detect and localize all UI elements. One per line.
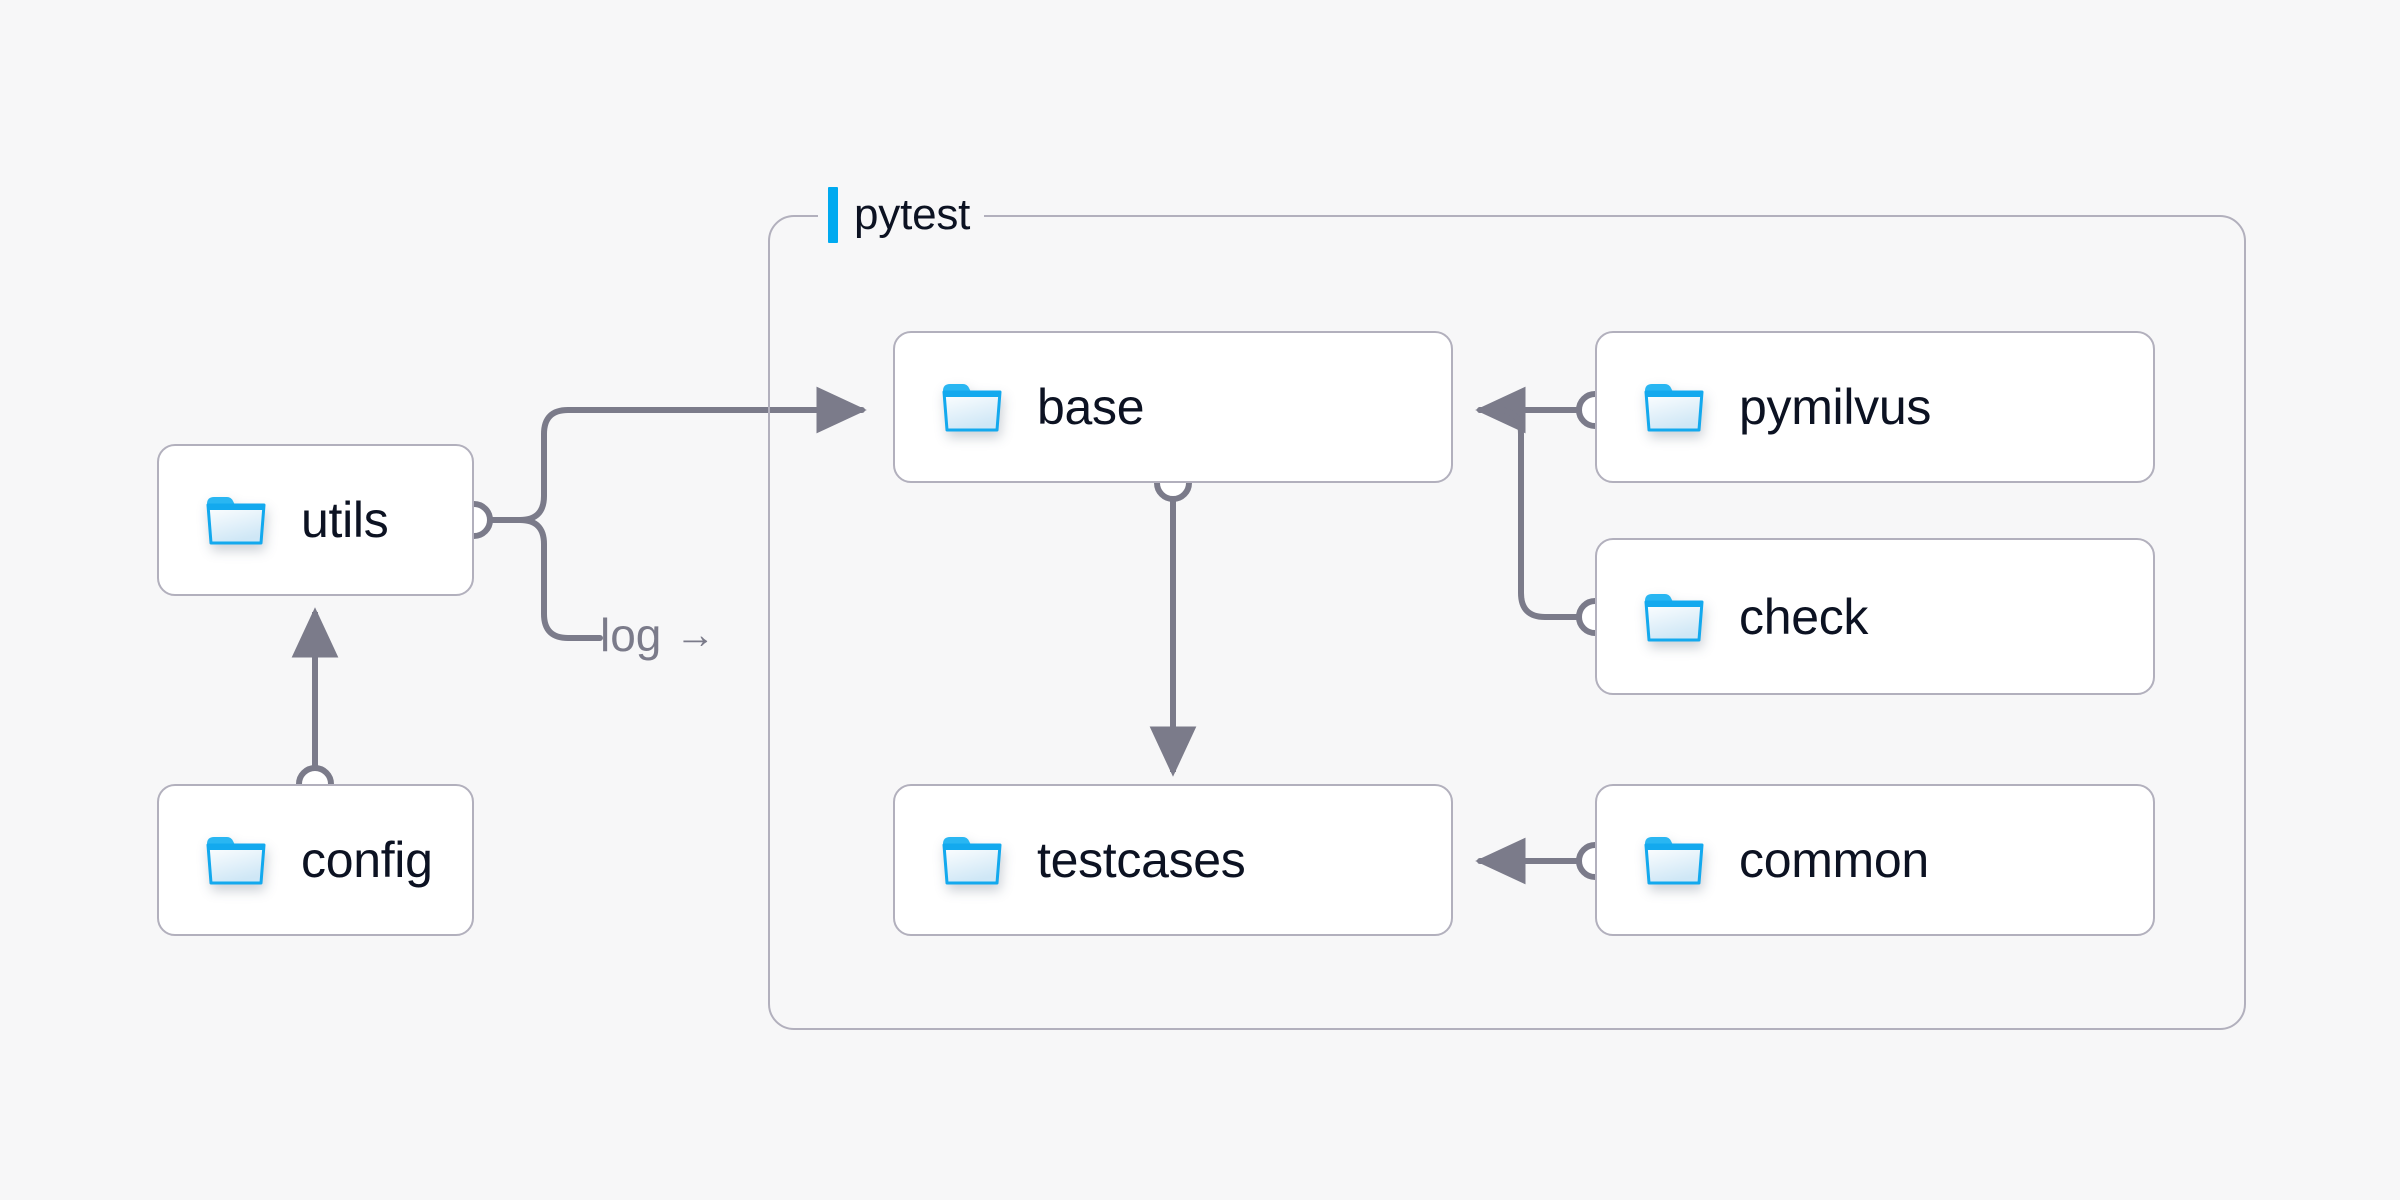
node-utils[interactable]: utils bbox=[157, 444, 474, 596]
node-label-config: config bbox=[301, 832, 433, 888]
node-label-utils: utils bbox=[301, 492, 389, 548]
node-testcases[interactable]: testcases bbox=[893, 784, 1453, 936]
node-check[interactable]: check bbox=[1595, 538, 2155, 695]
node-label-base: base bbox=[1037, 379, 1145, 435]
folder-icon bbox=[205, 834, 267, 886]
group-label-text: pytest bbox=[854, 190, 971, 239]
folder-icon bbox=[1644, 593, 1704, 641]
folder-icon bbox=[942, 837, 1002, 885]
folder-icon bbox=[205, 494, 267, 546]
edge-utils-to-log bbox=[455, 501, 603, 641]
node-base[interactable]: base bbox=[893, 331, 1453, 483]
edge-label-log-text: log bbox=[600, 609, 662, 661]
edge-config-to-utils bbox=[291, 607, 339, 803]
folder-icon bbox=[1643, 381, 1705, 433]
node-label-pymilvus: pymilvus bbox=[1739, 379, 1932, 435]
folder-icon bbox=[1643, 591, 1705, 643]
group-accent-bar bbox=[828, 187, 838, 243]
node-label-testcases: testcases bbox=[1037, 832, 1246, 888]
node-config[interactable]: config bbox=[157, 784, 474, 936]
edge-label-log: log → bbox=[600, 612, 715, 658]
node-common[interactable]: common bbox=[1595, 784, 2155, 936]
folder-icon bbox=[941, 381, 1003, 433]
folder-icon bbox=[1644, 384, 1704, 432]
node-label-check: check bbox=[1739, 588, 1869, 645]
node-pymilvus[interactable]: pymilvus bbox=[1595, 331, 2155, 483]
folder-icon bbox=[206, 497, 266, 545]
folder-icon bbox=[941, 834, 1003, 886]
node-label-common: common bbox=[1739, 832, 1929, 888]
folder-icon bbox=[1643, 834, 1705, 886]
folder-icon bbox=[1644, 837, 1704, 885]
group-container-pytest bbox=[768, 215, 2246, 1030]
folder-icon bbox=[942, 384, 1002, 432]
arrow-right-icon: → bbox=[675, 613, 716, 657]
group-label-pytest: pytest bbox=[818, 186, 985, 244]
folder-icon bbox=[206, 837, 266, 885]
